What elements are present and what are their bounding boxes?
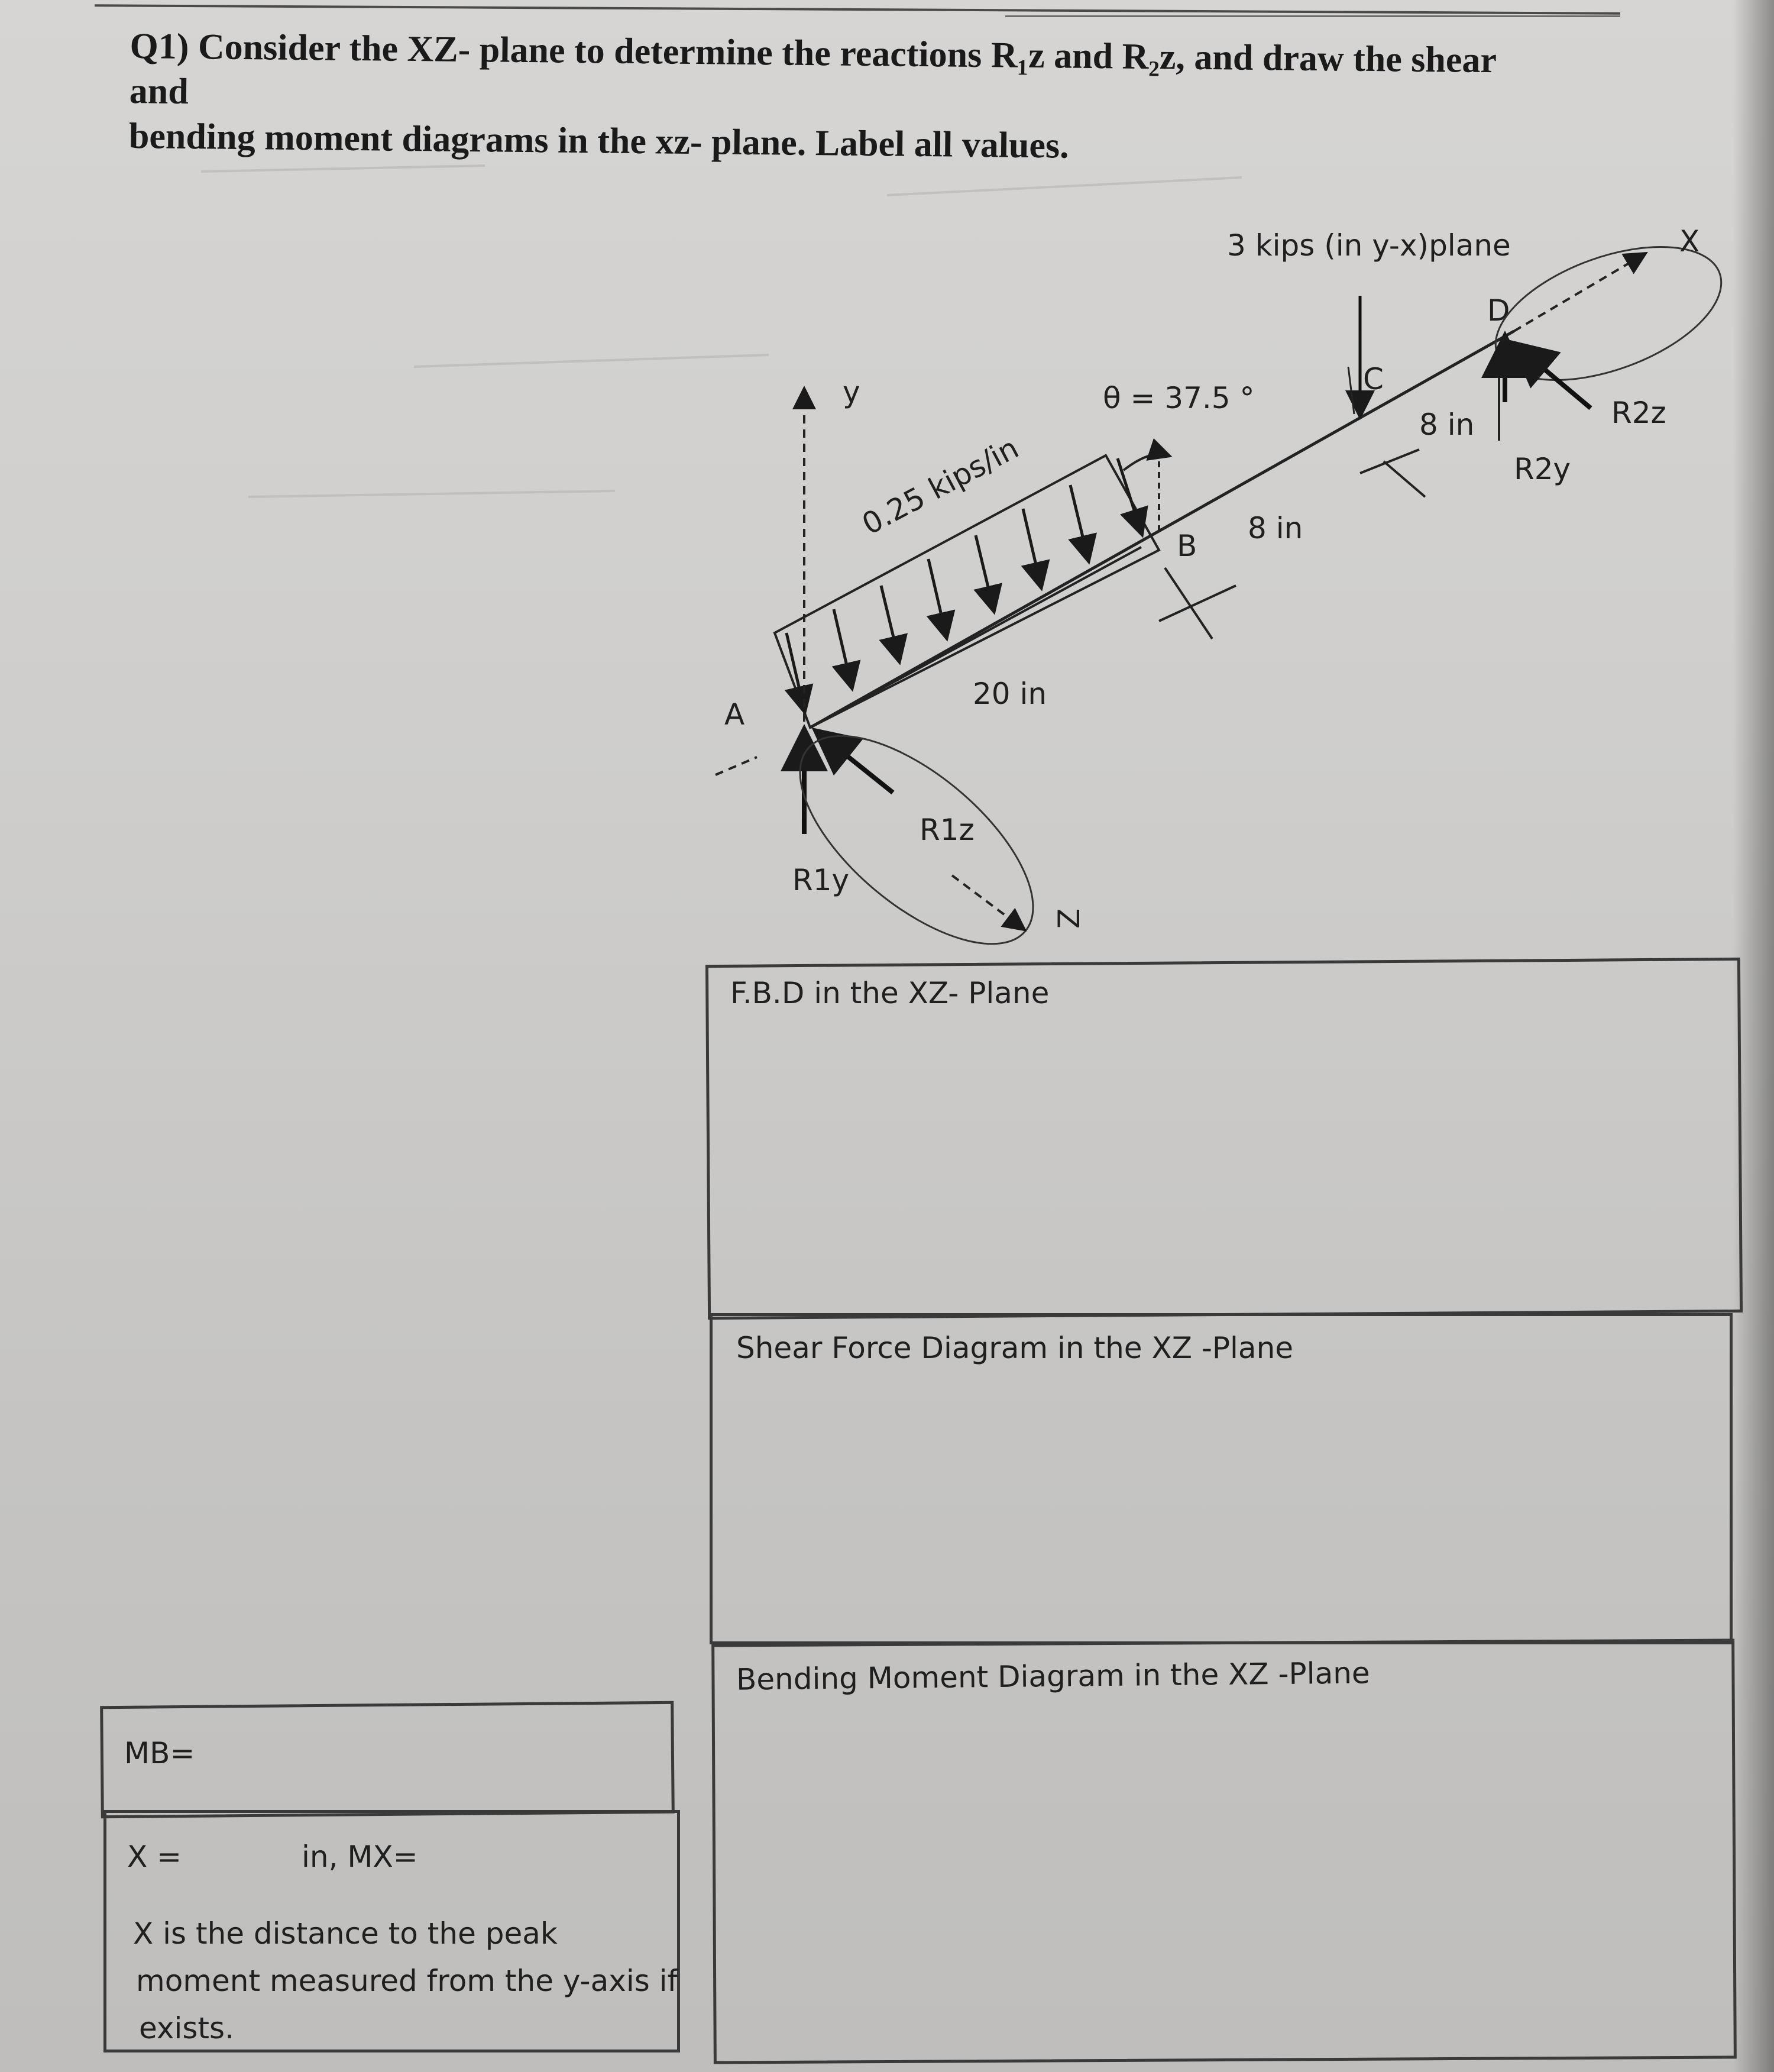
point-b-label: B (1177, 529, 1197, 563)
beam-diagram: y A R1y R1z Z 0.25 kips/in 20 in θ = 37.… (200, 164, 1723, 945)
z-axis-label: Z (1052, 909, 1086, 929)
span-ab-label: 20 in (973, 677, 1047, 711)
note-line-2: moment measured from the y-axis if (136, 1964, 678, 1998)
note-line-1: X is the distance to the peak (133, 1916, 558, 1951)
page-edge-shadow (1733, 0, 1774, 2072)
bearing-b-mark-2 (1158, 584, 1236, 622)
r2z-label: R2z (1611, 396, 1666, 430)
bending-moment-box[interactable] (711, 1638, 1737, 2064)
shear-title: Shear Force Diagram in the XZ -Plane (736, 1331, 1294, 1365)
r1z-highlight-ellipse (799, 735, 1034, 945)
span-cd-label: 8 in (1419, 408, 1474, 442)
x-label: X = (127, 1840, 182, 1874)
y-axis-label: y (843, 375, 860, 409)
point-c-label: C (1363, 362, 1384, 396)
top-rule-2 (1005, 15, 1620, 17)
shear-force-box[interactable] (710, 1313, 1733, 1644)
bearing-2-mark-1 (1359, 448, 1420, 474)
x-axis-label: X (1679, 224, 1699, 258)
x-axis-line (1513, 251, 1648, 332)
ghost-marks (200, 164, 1242, 498)
x-mx-answer-box[interactable] (103, 1810, 680, 2052)
bearing-2-mark-2 (1383, 460, 1426, 498)
mb-label: MB= (124, 1736, 195, 1770)
distributed-load-label: 0.25 kips/in (856, 431, 1024, 541)
mx-label: in, MX= (302, 1840, 418, 1874)
moment-title: Bending Moment Diagram in the XZ -Plane (736, 1656, 1370, 1697)
load-label: 3 kips (in y-x)plane (1227, 228, 1511, 263)
note-line-3: exists. (139, 2011, 234, 2045)
span-bc-label: 8 in (1248, 511, 1303, 545)
theta-label: θ = 37.5 ° (1103, 381, 1255, 415)
theta-arc (1122, 438, 1173, 471)
a-dash-line (715, 756, 757, 776)
point-a-label: A (724, 697, 744, 732)
distributed-load-outline (773, 454, 1161, 729)
r1z-arrow (811, 728, 895, 795)
fbd-box[interactable] (705, 957, 1743, 1320)
r2z-arrow (1509, 340, 1592, 410)
bearing-b-mark-1 (1164, 567, 1213, 640)
r1z-label: R1z (920, 813, 975, 847)
fbd-title: F.B.D in the XZ- Plane (730, 976, 1050, 1010)
d-highlight-ellipse (1494, 246, 1723, 381)
r2y-label: R2y (1514, 452, 1571, 486)
beam-line-segment (810, 546, 1142, 729)
distributed-load-arrows (784, 458, 1148, 716)
load-c-tick (1347, 366, 1355, 415)
z-axis-line (951, 874, 1027, 932)
beam-line-main (809, 329, 1515, 729)
point-d-label: D (1487, 293, 1510, 328)
r1y-label: R1y (792, 863, 849, 897)
